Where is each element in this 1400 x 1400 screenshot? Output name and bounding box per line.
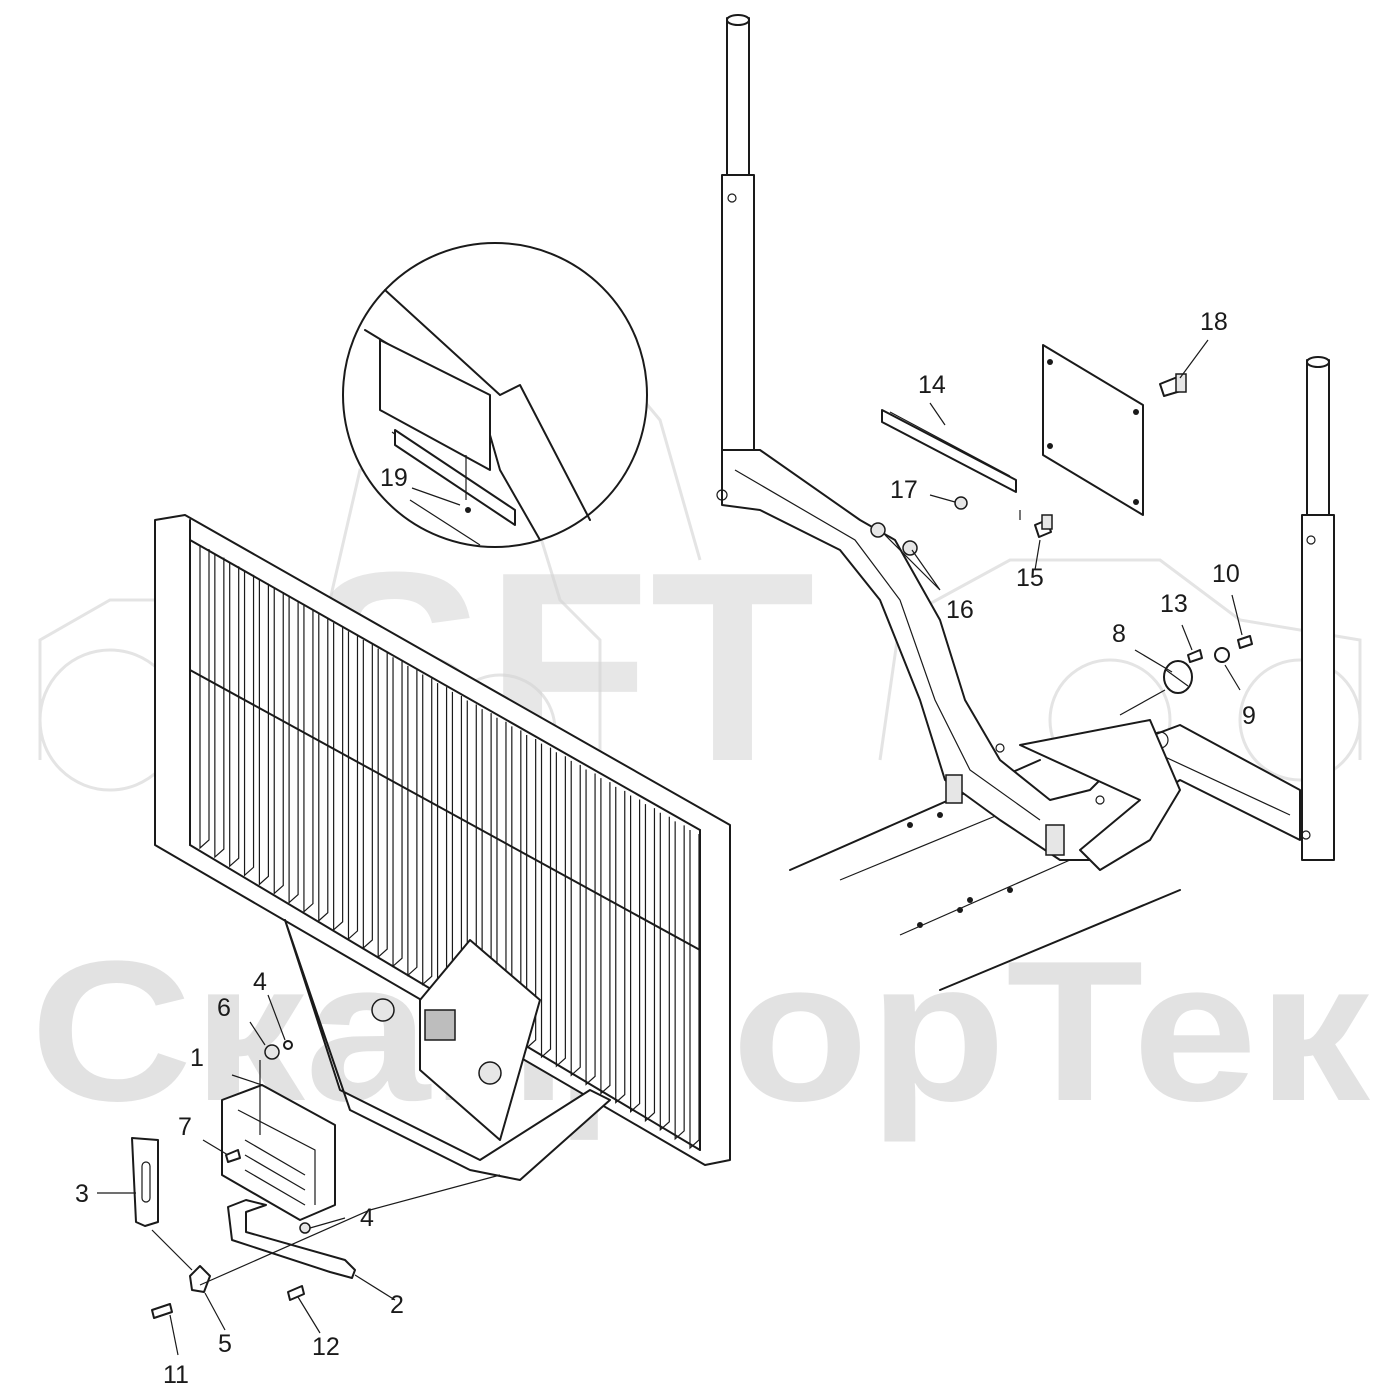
grille-slat	[540, 743, 552, 1059]
clamp-5	[189, 1265, 211, 1293]
grille-slat	[630, 795, 641, 1113]
grille-slat	[422, 674, 433, 986]
callout-8: 8	[1112, 620, 1126, 648]
cap-8	[1163, 660, 1193, 694]
grille-slat	[407, 665, 418, 977]
guard-support-frame	[716, 14, 1335, 871]
callout-17: 17	[890, 476, 918, 504]
grille-slat	[644, 804, 656, 1123]
callout-10: 10	[1212, 560, 1240, 588]
detail-view	[342, 242, 648, 548]
callout-9: 9	[1242, 702, 1256, 730]
washer-4-top	[283, 1040, 293, 1050]
callout-11: 11	[163, 1361, 189, 1389]
callout-numbers: 18 14 17 16 15 13 10 8 9 19 4 6 1 7 3 4 …	[75, 308, 1256, 1389]
grille-slat	[570, 760, 581, 1077]
grille-slat	[288, 596, 299, 904]
callout-14: 14	[918, 371, 946, 399]
grille-slat	[303, 605, 314, 913]
grille-assembly	[154, 514, 731, 1181]
grille-slat	[333, 622, 344, 932]
callout-13: 13	[1160, 590, 1188, 618]
callout-4-top: 4	[253, 968, 267, 996]
grille-slat	[392, 657, 403, 968]
callout-15: 15	[1016, 564, 1044, 592]
grille-slat	[258, 579, 269, 886]
nut-17	[954, 496, 968, 510]
bolt-15	[1034, 514, 1053, 538]
grille-slat	[585, 769, 596, 1086]
base-plate	[789, 759, 1181, 991]
callout-4-bottom: 4	[360, 1204, 374, 1232]
screw-7	[225, 1149, 241, 1163]
nut-6	[264, 1044, 280, 1060]
callout-18: 18	[1200, 308, 1228, 336]
grille-slat	[659, 812, 670, 1132]
grille-slat	[689, 830, 700, 1150]
grille-slats	[199, 545, 700, 1150]
washer-9	[1214, 647, 1230, 663]
bracket-2	[227, 1199, 356, 1279]
leader-lines	[97, 339, 1243, 1356]
callout-5: 5	[218, 1330, 232, 1358]
screw-10	[1237, 635, 1253, 649]
grille-slat	[318, 614, 329, 923]
grille-slat	[377, 648, 388, 959]
bolt-11	[151, 1303, 173, 1319]
bolt-13	[1187, 649, 1203, 663]
bolt-12	[287, 1285, 305, 1301]
washer-4-bottom	[299, 1222, 311, 1234]
grille-slat	[362, 640, 373, 950]
callout-2: 2	[390, 1291, 404, 1319]
grille-slat	[199, 545, 210, 850]
callout-1: 1	[190, 1044, 204, 1072]
callout-16: 16	[946, 596, 974, 624]
bolt-18	[1159, 373, 1187, 397]
mounting-plate	[1042, 344, 1144, 516]
grille-slat	[600, 778, 611, 1095]
slotted-bar-3	[131, 1137, 159, 1227]
angle-bracket	[881, 409, 1017, 493]
grille-slat	[214, 553, 225, 859]
grille-slat	[229, 562, 240, 868]
grille-slat	[555, 752, 566, 1068]
callout-7: 7	[178, 1113, 192, 1141]
grille-slat	[674, 821, 685, 1141]
grille-slat	[615, 786, 626, 1104]
grille-slat	[273, 588, 284, 895]
grille-slat	[347, 631, 359, 941]
callout-6: 6	[217, 994, 231, 1022]
grille-slat	[243, 570, 255, 877]
callout-12: 12	[312, 1333, 340, 1361]
grille-slat	[526, 735, 537, 1050]
callout-3: 3	[75, 1180, 89, 1208]
callout-19: 19	[380, 464, 408, 492]
